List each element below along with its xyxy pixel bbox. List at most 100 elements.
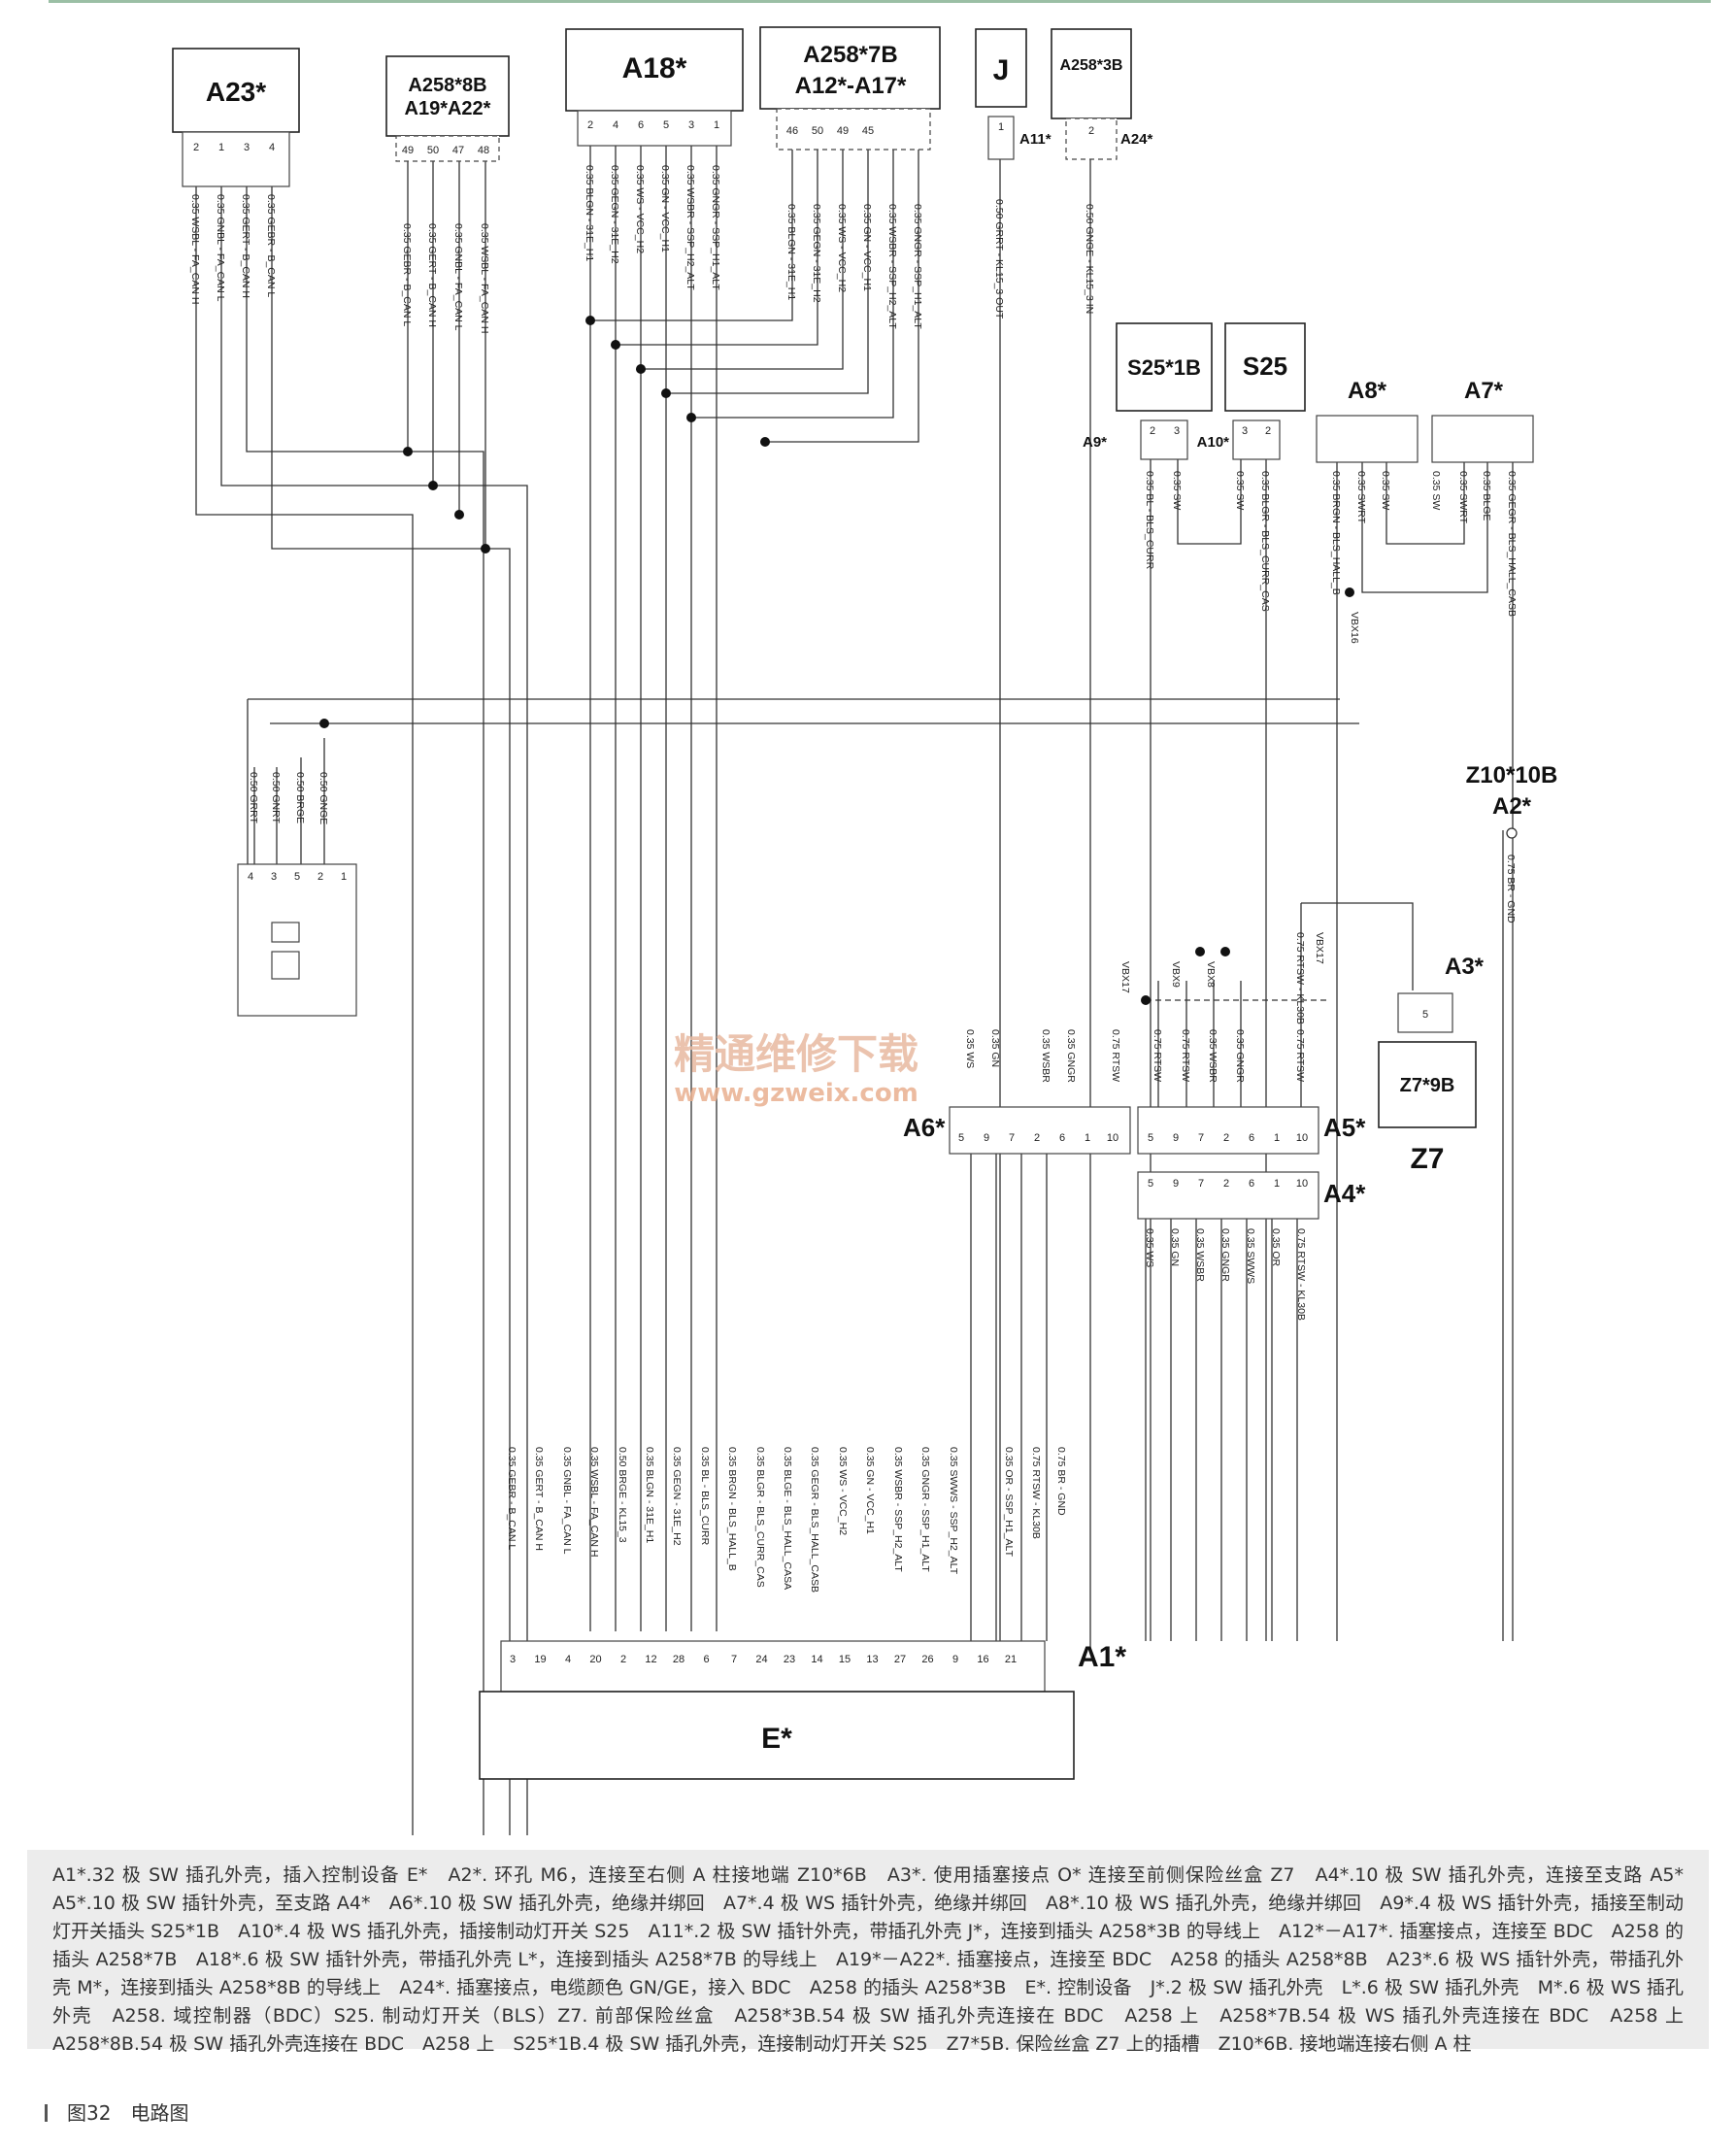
a4-pin-3: 7 [1198, 1178, 1204, 1190]
relay-wire-label-2: 0.50 GNRT [270, 772, 282, 823]
watermark-cn: 精通维修下载 [674, 1030, 918, 1078]
a258_7b-pin-2: 50 [812, 125, 823, 137]
a7-component: A7* [1431, 378, 1534, 463]
relay-wire-label-3: 0.50 BRGE [294, 772, 306, 823]
s25-1b-title: S25*1B [1127, 355, 1201, 380]
a3-title: A3* [1445, 954, 1485, 980]
a258_7b-wire-label-1: 0.35 BLGN - 31E_H1 [785, 204, 797, 300]
a7-wire-label-3: 0.35 BLGE [1481, 471, 1492, 520]
e-title: E* [761, 1723, 792, 1755]
s25-component: S25 3 2 A10* [1197, 322, 1306, 460]
a258-7b-title-2: A12*-A17* [795, 73, 907, 99]
z10-title-2: A2* [1492, 793, 1532, 820]
a1-pin-17: 9 [952, 1654, 958, 1665]
a1-wire-label-6: 0.35 BLGN - 31E_H1 [644, 1447, 655, 1543]
a258_8b-pin-4: 48 [478, 145, 489, 156]
a18-wire-label-6: 0.35 GNGR - SSP_H1_ALT [710, 165, 721, 290]
watermark-url: www.gzweix.com [674, 1079, 918, 1108]
j-component: J 1 A11* [975, 28, 1052, 160]
s25-1b-component: S25*1B 2 3 A9* [1083, 322, 1213, 460]
a1-pin-13: 15 [839, 1654, 851, 1665]
a18-pin-5: 3 [688, 119, 694, 131]
a1-wire-label-9: 0.35 BRGN - BLS_HALL_B [726, 1447, 738, 1571]
a4-pin-2: 9 [1173, 1178, 1179, 1190]
a23-wire-label-4: 0.35 GEBR - B_CAN L [265, 194, 277, 297]
a23-wire-label-2: 0.35 GNBL - FA_CAN L [215, 194, 226, 302]
figure-caption: A1*.32 极 SW 插孔外壳，插入控制设备 E* A2*. 环孔 M6，连接… [27, 1850, 1709, 2055]
a4-pin-1: 5 [1148, 1178, 1153, 1190]
a258_8b-wire-label-4: 0.35 WSBL - FA_CAN H [479, 223, 490, 333]
j-wire-label-1: 0.50 GRRT - KL15_3 OUT [993, 199, 1005, 319]
a7-wire-label-4: 0.35 GEGR - BLS_HALL_CASB [1506, 471, 1518, 617]
a5-wire-label-5: 0.75 RTSW [1294, 1029, 1306, 1082]
a9-tag: A9* [1083, 434, 1107, 451]
a5-pin-3: 7 [1198, 1132, 1204, 1144]
a8-wire-label-1: 0.35 BRGN - BLS_HALL_B [1330, 471, 1342, 595]
a1-pin-6: 12 [645, 1654, 656, 1665]
a258_7b-wire-label-3: 0.35 WS - VCC_H2 [836, 204, 848, 292]
a1-wire-label-7: 0.35 GEGN - 31E_H2 [671, 1447, 683, 1546]
a258_7b-wire-label-2: 0.35 GEGN - 31E_H2 [811, 204, 822, 303]
figure-label: 图32 电路图 [45, 2097, 188, 2126]
top-rule [49, 0, 1711, 3]
a258_7b-wire-label-6: 0.35 GNGR - SSP_H1_ALT [912, 204, 923, 329]
a1-wire-label-13: 0.35 WS - VCC_H2 [837, 1447, 849, 1535]
a6-pin-7: 10 [1107, 1132, 1118, 1144]
a6-wire-label-5: 0.75 RTSW [1110, 1029, 1121, 1082]
a18-wire-label-1: 0.35 BLGN - 31E_H1 [584, 165, 595, 261]
a5-pin-5: 6 [1249, 1132, 1254, 1144]
a6-wire-label-2: 0.35 GN [989, 1029, 1001, 1067]
a4-wire-label-3: 0.35 WSBR [1194, 1228, 1206, 1282]
a1-wire-label-5: 0.50 BRGE - KL15_3 [617, 1447, 628, 1543]
z7-component: A3* 5 Z7*9B Z7 [1378, 954, 1485, 1175]
a1-wire-label-18: 0.35 OR - SSP_H1_ALT [1003, 1447, 1015, 1558]
a258-3b-component: A258*3B 2 A24* [1051, 28, 1153, 160]
a18-title: A18* [622, 52, 687, 84]
a18-pin-6: 1 [714, 119, 719, 131]
a258-7b-title-1: A258*7B [803, 42, 897, 68]
a6-pin-4: 2 [1034, 1132, 1040, 1144]
a5-pin-7: 10 [1296, 1132, 1308, 1144]
z10-component: Z10*10B A2* [1466, 762, 1557, 839]
a23-title: A23* [206, 77, 266, 107]
a4-wire-label-7: 0.75 RTSW - KL30B [1295, 1228, 1307, 1321]
a1-wire-label-10: 0.35 BLGR - BLS_CURR_CAS [754, 1447, 766, 1588]
a258-8b-title-2: A19*A22* [405, 98, 491, 119]
a5-pin-4: 2 [1223, 1132, 1229, 1144]
a1-pin-15: 27 [894, 1654, 906, 1665]
a18-pin-1: 2 [587, 119, 593, 131]
a5-pin-2: 9 [1173, 1132, 1179, 1144]
s25-pin-1: 3 [1242, 425, 1248, 437]
a6-pin-2: 9 [984, 1132, 989, 1144]
a1-pin-2: 19 [534, 1654, 546, 1665]
a4-pin-6: 1 [1274, 1178, 1280, 1190]
a1-pin-11: 23 [784, 1654, 795, 1665]
a5-pin-6: 1 [1274, 1132, 1280, 1144]
a7-wire-label-1: 0.35 SW [1430, 471, 1442, 510]
a18-pin-4: 5 [663, 119, 669, 131]
a258-3b-pin: 2 [1088, 125, 1094, 137]
a1-wire-label-1: 0.35 GEBR - B_CAN L [506, 1447, 517, 1550]
a8-component: A8* [1316, 378, 1419, 463]
a1-pin-16: 26 [921, 1654, 933, 1665]
a258_3b-wire-label-1: 0.50 GNGE - KL15_3 IN [1084, 204, 1095, 314]
a1-wire-label-20: 0.75 BR - GND [1055, 1447, 1067, 1516]
a1-pin-10: 24 [755, 1654, 767, 1665]
a8-wire-label-2: 0.35 SWRT [1355, 471, 1367, 524]
a258_7b-wire-label-4: 0.35 GN - VCC_H1 [861, 204, 873, 291]
s25-title: S25 [1243, 352, 1287, 381]
a23-pin-4: 4 [269, 142, 275, 153]
relay-pin-4: 2 [317, 871, 323, 883]
a1-title: A1* [1078, 1641, 1126, 1673]
